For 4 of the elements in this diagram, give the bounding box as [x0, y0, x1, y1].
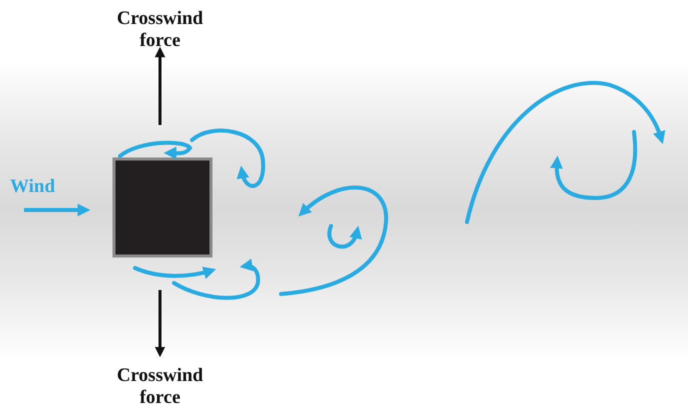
force-label: Crosswind force [116, 365, 204, 409]
force-label: Crosswind force [116, 8, 204, 52]
wind-label: Wind [10, 176, 56, 198]
obstacle-block [112, 158, 212, 258]
